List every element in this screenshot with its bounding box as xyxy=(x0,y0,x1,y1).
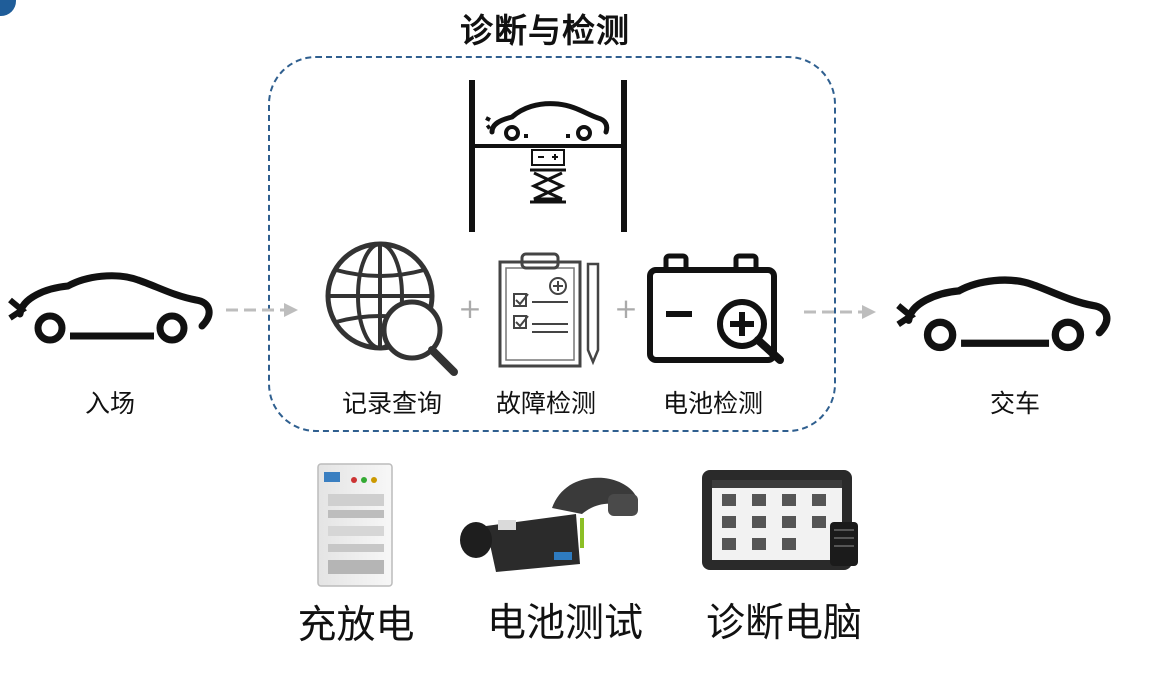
charge-discharge-cabinet-icon xyxy=(317,463,393,587)
equipment-label-diagnostic-computer: 诊断电脑 xyxy=(705,601,862,646)
arrow-exit-icon xyxy=(804,305,876,319)
car-lift-icon xyxy=(469,80,627,232)
equipment-label-battery-tester: 电池测试 xyxy=(486,601,643,646)
battery-inspect-icon xyxy=(647,253,784,364)
entry-car-icon xyxy=(8,272,213,344)
diagnosis-region-border xyxy=(268,56,836,432)
plus-sign-2: + xyxy=(614,292,638,325)
diagnostic-tablet-icon xyxy=(702,470,858,570)
step-label-records: 记录查询 xyxy=(341,389,442,418)
arrow-entry-icon xyxy=(226,303,298,317)
corner-accent xyxy=(0,0,16,16)
clipboard-checklist-icon xyxy=(498,252,600,368)
plus-sign-1: + xyxy=(458,292,482,325)
entry-label: 入场 xyxy=(84,389,135,418)
step-label-battery: 电池检测 xyxy=(662,389,763,418)
equipment-label-charger: 充放电 xyxy=(297,603,415,648)
battery-tester-icon xyxy=(460,477,638,572)
section-title: 诊断与检测 xyxy=(460,11,630,50)
exit-car-icon xyxy=(896,276,1111,352)
globe-search-icon xyxy=(325,241,458,376)
step-label-fault: 故障检测 xyxy=(495,389,596,418)
exit-label: 交车 xyxy=(989,389,1040,418)
